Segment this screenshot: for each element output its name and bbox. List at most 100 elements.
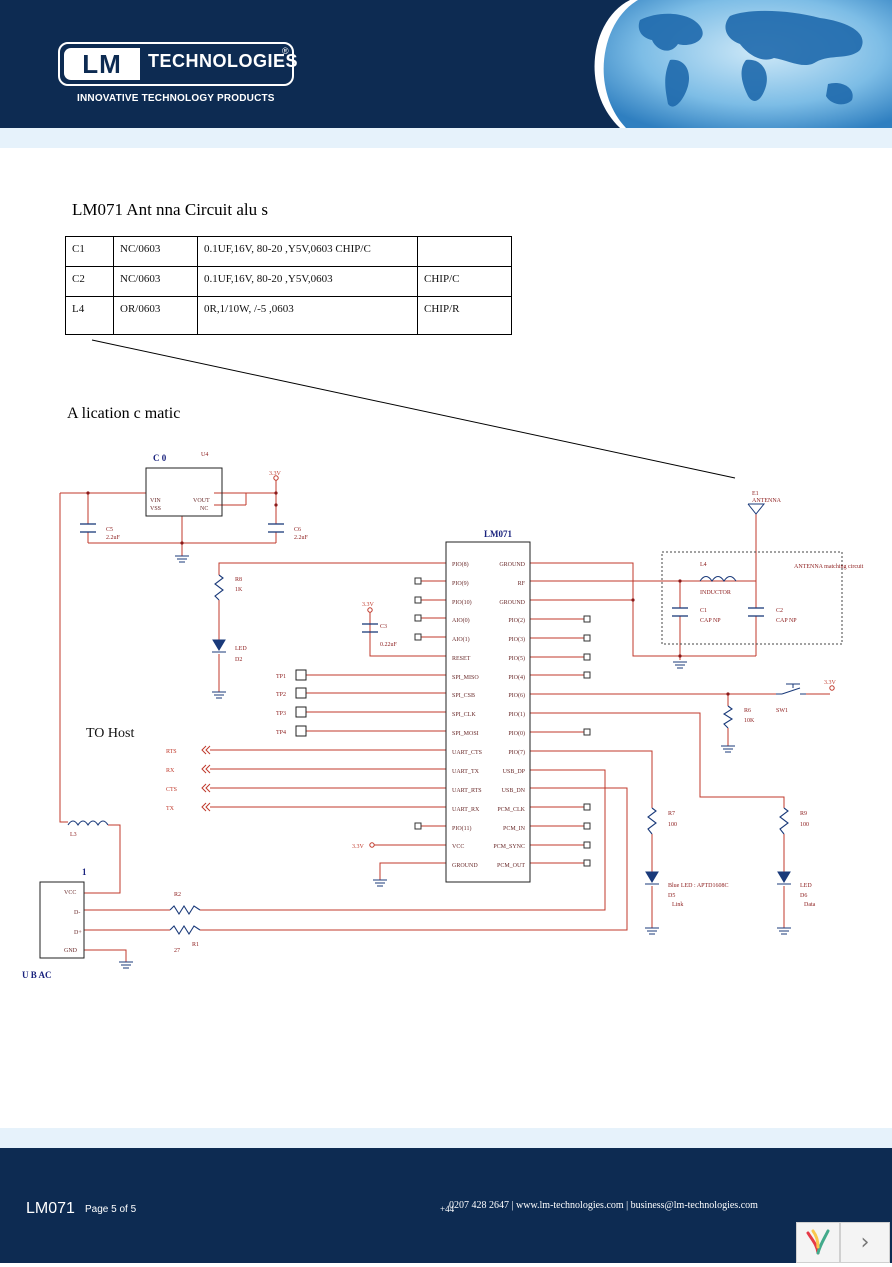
module-pin: PIO(2) <box>508 617 525 624</box>
regulator-title: C 0 <box>153 453 167 463</box>
led-ref: D5 <box>668 893 675 899</box>
resistor-ref: R6 <box>744 708 751 714</box>
resistor-value: 100 <box>668 822 677 828</box>
cap-value: 2.2uF <box>106 535 121 541</box>
table-cell: NC/0603 <box>113 266 198 297</box>
module-pin: SPI_CLK <box>452 712 476 718</box>
usb-connector-label: U B AC <box>22 970 52 980</box>
reg-pin: VIN <box>150 498 161 504</box>
module-pin: PIO(5) <box>508 655 525 662</box>
module-pin: PCM_IN <box>503 826 526 832</box>
module-pin: USB_DP <box>503 769 526 775</box>
usb-pin: GND <box>64 948 78 954</box>
cap-value: 0.22uF <box>380 642 398 648</box>
footer-model-name: LM071 <box>26 1200 75 1217</box>
table-cell: C2 <box>65 266 114 297</box>
table-cell: 0R,1/10W, /-5 ,0603 <box>197 296 418 335</box>
usb-pin: VCC <box>64 890 76 896</box>
inductor-ref: L3 <box>70 832 77 838</box>
antenna-ref: E1 <box>752 491 759 497</box>
led-name: Data <box>804 902 816 908</box>
module-pin: PCM_SYNC <box>493 844 525 850</box>
module-pin: PCM_CLK <box>497 807 525 813</box>
reg-pin: VOUT <box>193 498 210 504</box>
test-point-label: TP1 <box>276 674 286 680</box>
switch-ref: SW1 <box>776 708 788 714</box>
logo-lm-mark: LM <box>64 48 140 80</box>
module-title: LM071 <box>484 529 512 539</box>
table-row: C2 NC/0603 0.1UF,16V, 80-20 ,Y5V,0603 CH… <box>65 266 512 297</box>
table-cell: 0.1UF,16V, 80-20 ,Y5V,0603 CHIP/C <box>197 236 418 267</box>
table-cell: 0.1UF,16V, 80-20 ,Y5V,0603 <box>197 266 418 297</box>
module-pin: RF <box>518 581 526 587</box>
module-pin: PIO(6) <box>508 692 525 699</box>
module-pin: UART_CTS <box>452 750 482 756</box>
table-cell: CHIP/R <box>417 296 512 335</box>
cap-ref: C2 <box>776 608 783 614</box>
table-cell: C1 <box>65 236 114 267</box>
resistor-value: 27 <box>174 948 180 954</box>
module-pin: PIO(8) <box>452 561 469 568</box>
module-pin: RESET <box>452 656 471 662</box>
cap-ref: C6 <box>294 527 301 533</box>
registered-mark: ® <box>282 46 289 56</box>
inductor-ref: L4 <box>700 562 707 568</box>
table-cell: NC/0603 <box>113 236 198 267</box>
antenna-label: ANTENNA <box>752 498 782 504</box>
module-pin: SPI_MISO <box>452 675 479 681</box>
company-logo: LM TECHNOLOGIES ® <box>58 42 298 86</box>
module-pin: VCC <box>452 844 464 850</box>
matching-circuit-label: ANTENNA matching circuit <box>794 564 864 570</box>
inductor-label: INDUCTOR <box>700 590 731 596</box>
host-signal: TX <box>166 806 175 812</box>
header-divider-strip <box>0 128 892 148</box>
table-cell <box>417 236 512 267</box>
page-number: Page 5 of 5 <box>85 1204 137 1215</box>
net-3v3: 3.3V <box>352 844 365 850</box>
module-pin: UART_TX <box>452 769 480 775</box>
world-map-graphic <box>594 0 892 128</box>
cap-ref: C5 <box>106 527 113 533</box>
reg-pin: NC <box>200 506 208 512</box>
company-tagline: INNOVATIVE TECHNOLOGY PRODUCTS <box>77 93 275 104</box>
footer-contact-info: 0207 428 2647 | www.lm-technologies.com … <box>449 1200 758 1211</box>
table-cell: CHIP/C <box>417 266 512 297</box>
host-signal: CTS <box>166 787 177 793</box>
logo-wordmark: TECHNOLOGIES <box>148 51 299 71</box>
viewer-logo-icon <box>796 1222 840 1263</box>
module-pin: AIO(0) <box>452 617 470 624</box>
led-ref: D2 <box>235 657 242 663</box>
schematic-title: A lication c matic <box>67 405 181 422</box>
led-label: LED <box>800 883 812 889</box>
resistor-ref: R7 <box>668 811 675 817</box>
net-3v3: 3.3V <box>269 471 282 477</box>
module-pin: PIO(7) <box>508 749 525 756</box>
cap-ref: C3 <box>380 624 387 630</box>
module-pin: PIO(9) <box>452 580 469 587</box>
resistor-ref: R2 <box>174 892 181 898</box>
test-point-label: TP3 <box>276 711 286 717</box>
footer-phone-prefix: +44 <box>440 1204 455 1214</box>
test-point-label: TP2 <box>276 692 286 698</box>
module-pin: SPI_MOSI <box>452 731 479 737</box>
usb-pin: D- <box>74 910 80 916</box>
led-label: LED <box>235 646 247 652</box>
module-pin: AIO(1) <box>452 636 470 643</box>
resistor-value: 10K <box>744 718 755 724</box>
module-pin: GROUND <box>499 562 525 568</box>
next-page-button[interactable]: › <box>840 1222 890 1263</box>
led-label: Blue LED : APTD1608C <box>668 883 729 889</box>
reg-pin: VSS <box>150 506 161 512</box>
page-footer <box>0 1148 892 1263</box>
resistor-ref: R1 <box>192 942 199 948</box>
to-host-label: TO Host <box>86 726 134 741</box>
usb-pin: D+ <box>74 930 82 936</box>
usb-title: 1 <box>82 867 87 877</box>
cap-ref: C1 <box>700 608 707 614</box>
footer-divider-strip <box>0 1128 892 1148</box>
resistor-value: 1K <box>235 587 243 593</box>
module-pin: PIO(4) <box>508 674 525 681</box>
module-pin: PIO(11) <box>452 825 471 832</box>
net-3v3: 3.3V <box>362 602 375 608</box>
